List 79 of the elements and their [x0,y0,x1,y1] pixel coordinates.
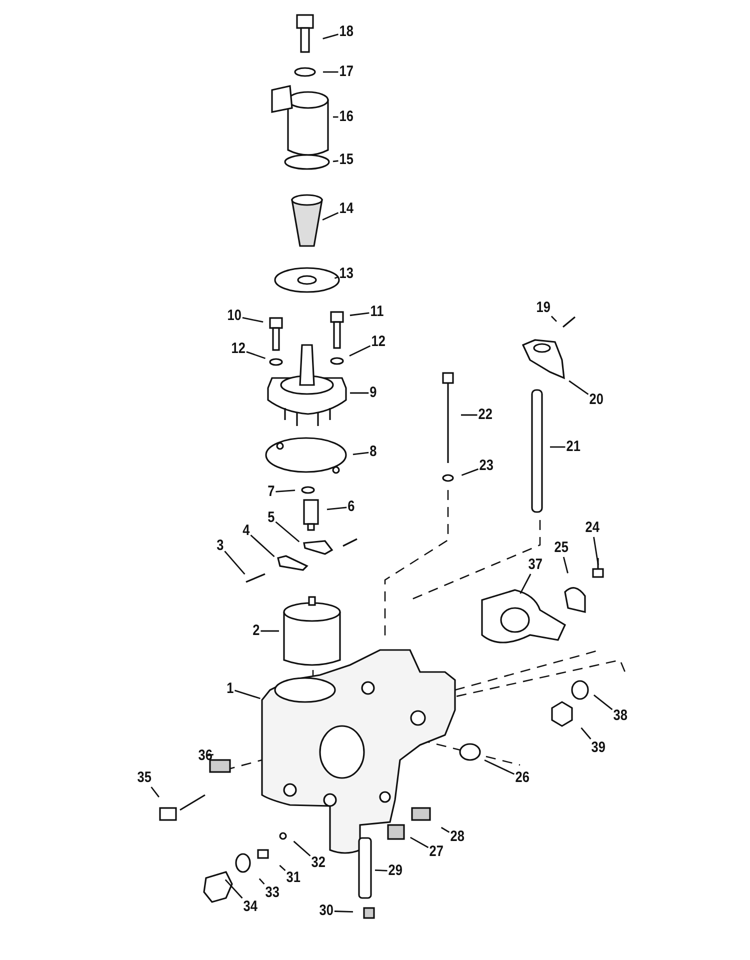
callout-number: 16 [339,109,354,125]
leader-line [349,345,371,356]
callout-number: 28 [450,829,464,845]
callout-number: 31 [286,870,300,886]
leader-line [520,574,532,594]
leader-line [246,351,266,360]
leader-line [275,521,300,542]
leader-line [593,536,599,566]
callout-number: 30 [319,903,334,919]
leader-line [461,468,478,476]
leader-line [260,630,279,632]
leader-line [333,116,338,118]
leader-line [350,392,369,394]
callout-number: 17 [339,64,354,80]
callout-number: 23 [479,458,494,474]
leader-line [224,550,246,575]
callout-number: 7 [268,484,275,500]
callout-number: 11 [370,304,384,320]
callout-number: 25 [554,540,568,556]
callout-number: 3 [216,538,224,554]
callout-number: 13 [339,266,354,282]
callout-number: 5 [268,510,275,526]
callout-number: 29 [388,863,402,879]
leader-line [322,34,338,40]
leader-line [322,212,339,221]
callout-number: 12 [231,341,246,357]
callout-number: 1 [226,681,234,697]
callout-number: 21 [566,439,580,455]
callout-number: 34 [243,899,258,915]
leader-line [323,71,338,73]
leader-line [550,446,566,448]
callout-number: 2 [252,623,260,639]
callout-number: 33 [265,885,280,901]
leader-line [580,727,592,740]
callout-number: 20 [589,392,604,408]
callout-number: 37 [528,557,542,573]
callout-number: 12 [371,334,386,350]
leader-line [352,452,369,456]
leader-line [484,760,515,775]
leader-line [562,556,568,574]
callout-number: 32 [311,855,326,871]
leader-line [250,534,275,558]
callout-number: 22 [478,407,492,423]
callout-number: 10 [227,308,242,324]
leader-line [293,840,311,856]
leader-line [224,879,243,899]
leader-line [276,490,296,492]
leader-line [234,690,260,700]
leader-line [326,506,347,510]
leader-line [242,317,264,323]
leader-line [593,694,613,710]
callout-number: 18 [339,24,354,40]
callout-number: 14 [339,201,354,217]
leader-line [206,754,214,757]
leader-line [332,160,338,162]
leader-line [440,826,450,833]
callout-number: 35 [137,770,152,786]
callout-number: 39 [591,740,606,756]
leader-line [334,276,338,279]
leader-line [334,910,354,913]
callout-number: 24 [585,520,600,536]
leader-line [374,870,388,872]
leader-line [150,786,160,798]
leader-line [279,864,286,872]
callout-number: 26 [515,770,530,786]
callout-number: 8 [370,444,377,460]
callout-number: 38 [613,708,628,724]
leader-line [550,316,557,322]
callout-number: 9 [370,385,377,401]
leader-line [568,380,589,395]
callout-number: 27 [429,844,444,860]
leader-line [410,836,429,848]
callout-number: 19 [536,300,550,316]
leader-line [258,878,265,885]
callout-number: 6 [348,499,355,515]
leader-line [350,312,370,316]
leader-line [461,414,478,416]
callout-number: 4 [242,523,250,539]
callout-number: 15 [339,152,354,168]
